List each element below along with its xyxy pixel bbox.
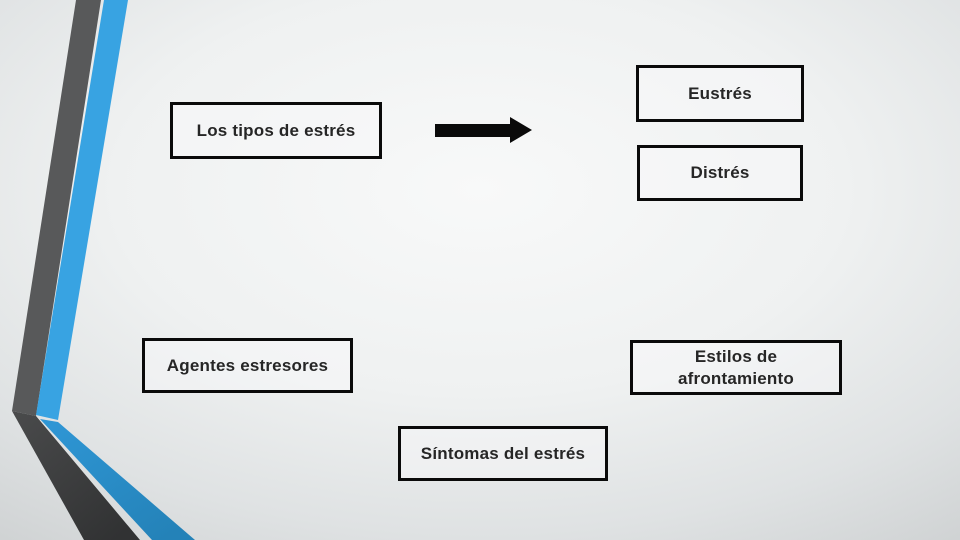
box-estilos-afrontamiento[interactable]: Estilos de afrontamiento [630, 340, 842, 395]
box-estilos-label: Estilos de afrontamiento [678, 347, 794, 388]
box-eustres[interactable]: Eustrés [636, 65, 804, 122]
box-agentes-estresores[interactable]: Agentes estresores [142, 338, 353, 393]
box-distres[interactable]: Distrés [637, 145, 803, 201]
box-sintomas-estres[interactable]: Síntomas del estrés [398, 426, 608, 481]
ribbon-blue-upper-stripe [36, 0, 128, 420]
box-sintomas-label: Síntomas del estrés [420, 443, 586, 463]
box-eustres-label: Eustrés [688, 83, 752, 103]
title-box[interactable]: Los tipos de estrés [170, 102, 382, 159]
title-box-label: Los tipos de estrés [196, 120, 356, 140]
box-agentes-label: Agentes estresores [166, 355, 329, 375]
box-distres-label: Distrés [690, 163, 750, 183]
ribbon-blue-lower-stripe [40, 419, 195, 540]
ribbon-gray-lower-stripe [12, 411, 140, 540]
ribbon-gray-upper-stripe [12, 0, 101, 416]
